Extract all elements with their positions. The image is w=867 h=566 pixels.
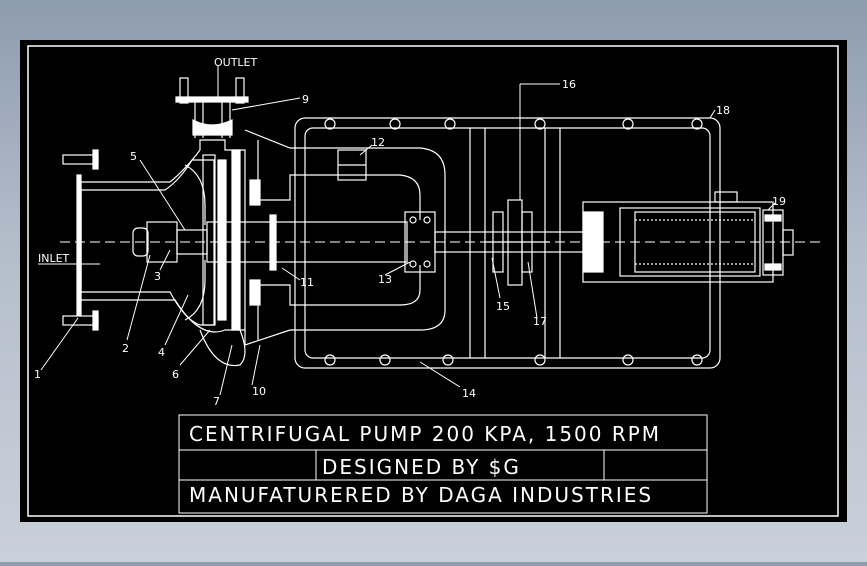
bearing-housing — [244, 129, 446, 346]
title-block — [178, 414, 708, 514]
volute — [199, 329, 246, 367]
callout-6: 6 — [172, 368, 179, 381]
inlet-label: INLET — [38, 252, 70, 265]
impeller — [202, 154, 216, 326]
drawing-sheet — [20, 40, 847, 522]
title-block-manufactured: MANUFATURERED BY DAGA INDUSTRIES — [189, 483, 653, 507]
title-block-designed: DESIGNED BY $G — [322, 455, 521, 479]
callout-7: 7 — [213, 395, 220, 408]
title-block-title: CENTRIFUGAL PUMP 200 KPA, 1500 RPM — [189, 422, 661, 446]
callout-4: 4 — [158, 346, 165, 359]
callout-8: 8 — [250, 288, 257, 301]
callout-13: 13 — [378, 273, 392, 286]
callout-16: 17 — [533, 315, 547, 328]
callout-11: 11 — [300, 276, 314, 289]
callout-1: 1 — [34, 368, 41, 381]
base-bolt-holes — [324, 118, 703, 366]
impeller-shroud — [217, 159, 227, 321]
callout-18: 18 — [716, 104, 730, 117]
shaft-nut — [132, 227, 149, 257]
callout-19: 19 — [772, 195, 786, 208]
callout-14: 14 — [462, 387, 476, 400]
drawing-border — [27, 45, 839, 517]
leader-lines — [38, 66, 776, 396]
callout-12: 12 — [371, 136, 385, 149]
callout-2: 2 — [122, 342, 129, 355]
base-plate — [294, 117, 721, 369]
callout-3: 3 — [154, 270, 161, 283]
callout-5: 5 — [130, 150, 137, 163]
callout-9: 9 — [302, 93, 309, 106]
shaft — [206, 221, 408, 263]
callout-17: 16 — [562, 78, 576, 91]
inlet-bolts — [62, 149, 99, 331]
outlet-label: OUTLET — [214, 56, 258, 69]
outlet-bolts — [175, 77, 249, 104]
callout-10: 10 — [252, 385, 266, 398]
seal — [269, 214, 277, 271]
callout-15: 15 — [496, 300, 510, 313]
